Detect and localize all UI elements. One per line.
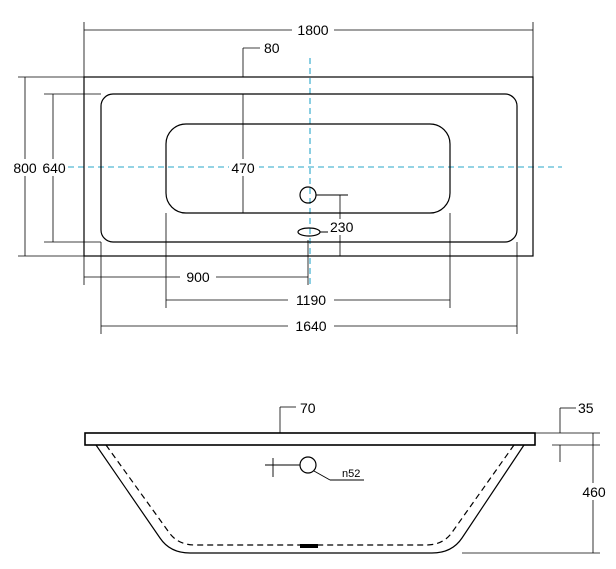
dim-label-1800: 1800 [297,22,328,38]
tub-side-body [95,444,525,554]
drain-outlet [300,544,318,548]
dim-label-70: 70 [300,400,316,416]
dim-label-900: 900 [186,269,210,285]
dim-label-470: 470 [231,160,255,176]
dim-label-35: 35 [578,400,594,416]
drain-hole [297,227,321,237]
tub-outer-rim [83,76,534,257]
dim-label-80: 80 [264,40,280,56]
dim-label-640: 640 [42,160,66,176]
dim-label-1640: 1640 [295,318,326,334]
dim-label-n52: n52 [342,468,360,480]
overflow-side-hole [299,456,317,474]
overflow-hole [299,186,317,204]
dim-label-1190: 1190 [296,292,326,308]
tub-side-rim [84,432,536,446]
dim-label-230: 230 [330,219,354,235]
tub-inner-edge [100,93,518,243]
side-view: n52 70 35 460 [84,400,610,554]
dim-label-800: 800 [13,160,37,176]
tub-basin-bottom [165,123,451,214]
dim-label-460: 460 [582,484,606,500]
n52-leader [313,470,331,481]
top-view: 1800 80 800 640 470 230 900 [10,20,562,334]
tub-inner-hidden-line [105,444,515,546]
